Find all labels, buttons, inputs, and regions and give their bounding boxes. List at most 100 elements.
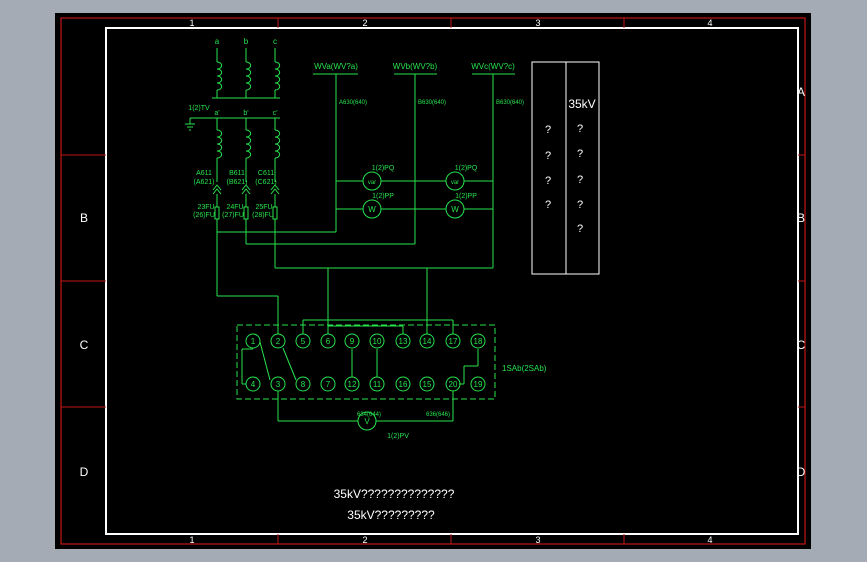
col-label: 3 bbox=[535, 535, 540, 545]
row-label: C bbox=[80, 338, 89, 352]
drawing-title-line2: 35kV????????? bbox=[347, 508, 435, 522]
zone-dividers bbox=[61, 18, 805, 544]
column-labels-top: 1 2 3 4 bbox=[189, 18, 712, 28]
table-cell: ? bbox=[545, 150, 551, 162]
wire-label: A611 bbox=[196, 170, 212, 177]
drawing-title-line1: 35kV?????????????? bbox=[334, 487, 455, 501]
table-cell: ? bbox=[545, 124, 551, 136]
col-label: 1 bbox=[189, 18, 194, 28]
switch-numbers-top: 1 2 5 6 9 10 13 14 17 18 bbox=[251, 337, 483, 346]
table-cell: ? bbox=[577, 223, 583, 235]
fuse-label: (26)FU bbox=[193, 212, 215, 219]
col-label: 4 bbox=[707, 18, 712, 28]
voltmeter-code-left: 634(644) bbox=[357, 412, 381, 418]
fuse-label: 24FU bbox=[226, 204, 243, 211]
bus-code: B630(640) bbox=[418, 100, 446, 106]
voltmeter-code-right: 636(646) bbox=[426, 412, 450, 418]
pp-tag: 1(2)PP bbox=[372, 193, 394, 200]
switch-numbers-bottom: 4 3 8 7 12 11 16 15 20 19 bbox=[251, 380, 483, 389]
fuse-label: (28)FU bbox=[252, 212, 274, 219]
phase-label: b bbox=[244, 37, 249, 46]
secondary-label: b' bbox=[243, 110, 248, 117]
contact-number: 4 bbox=[251, 380, 256, 389]
table-cell: ? bbox=[577, 199, 583, 211]
pv-tag: 1(2)PV bbox=[387, 433, 409, 440]
fuse-label: 25FU bbox=[255, 204, 272, 211]
contact-number: 6 bbox=[326, 337, 331, 346]
contact-number: 15 bbox=[423, 380, 432, 389]
phase-label: a bbox=[215, 37, 220, 46]
watt-symbol: W bbox=[451, 205, 459, 214]
table-cell: ? bbox=[577, 123, 583, 135]
contact-number: 17 bbox=[449, 337, 458, 346]
wire-label: B611 bbox=[229, 170, 245, 177]
contact-number: 3 bbox=[276, 380, 281, 389]
row-label: C bbox=[797, 338, 806, 352]
pt-tag: 1(2)TV bbox=[188, 105, 210, 112]
contact-number: 10 bbox=[373, 337, 382, 346]
meter-labels: 1(2)PQ 1(2)PQ 1(2)PP 1(2)PP var var W W … bbox=[357, 165, 478, 440]
pq-tag: 1(2)PQ bbox=[455, 165, 478, 172]
contact-number: 11 bbox=[373, 380, 382, 389]
fuse-label: (27)FU bbox=[222, 212, 244, 219]
table-cell: ? bbox=[577, 148, 583, 160]
contact-number: 1 bbox=[251, 337, 256, 346]
bus-labels: WVa(WV?a) WVb(WV?b) WVc(WV?c) bbox=[314, 62, 515, 71]
bus-name: WVc(WV?c) bbox=[471, 62, 515, 71]
contact-number: 18 bbox=[474, 337, 483, 346]
table-header: 35kV bbox=[568, 97, 595, 111]
var-symbol: var bbox=[451, 180, 459, 186]
contact-number: 19 bbox=[474, 380, 483, 389]
row-label: A bbox=[797, 85, 805, 99]
contact-number: 2 bbox=[276, 337, 281, 346]
bus-name: WVb(WV?b) bbox=[393, 62, 438, 71]
wiring bbox=[185, 48, 515, 431]
switch-contacts-bottom bbox=[245, 376, 486, 392]
secondary-label: a' bbox=[214, 110, 219, 117]
wire-label: C611 bbox=[258, 170, 274, 177]
legend-table: 35kV ? ? ? ? ? ? ? ? ? bbox=[531, 61, 600, 275]
fuse-label: 23FU bbox=[197, 204, 214, 211]
volt-symbol: V bbox=[364, 417, 370, 426]
row-label: D bbox=[797, 465, 806, 479]
contact-number: 9 bbox=[350, 337, 355, 346]
row-label: B bbox=[80, 211, 88, 225]
row-labels-right: A B C D bbox=[797, 85, 806, 479]
switch-tag: 1SAb(2SAb) bbox=[502, 364, 547, 373]
column-labels-bottom: 1 2 3 4 bbox=[189, 535, 712, 545]
contact-number: 20 bbox=[449, 380, 458, 389]
bus-code: A630(640) bbox=[339, 100, 367, 106]
phase-label: c bbox=[273, 37, 277, 46]
pp-tag: 1(2)PP bbox=[455, 193, 477, 200]
bus-code: B630(640) bbox=[496, 100, 524, 106]
contact-number: 8 bbox=[301, 380, 306, 389]
contact-number: 14 bbox=[423, 337, 432, 346]
wire-label: (A621) bbox=[193, 179, 214, 186]
bus-name: WVa(WV?a) bbox=[314, 62, 358, 71]
pt-labels: a b c a' b' c' 1(2)TV A611 (A621) B611 (… bbox=[188, 37, 277, 219]
table-cell: ? bbox=[545, 175, 551, 187]
contact-number: 12 bbox=[348, 380, 357, 389]
contact-number: 13 bbox=[399, 337, 408, 346]
bus-codes: A630(640) B630(640) B630(640) bbox=[339, 100, 524, 106]
row-label: B bbox=[797, 211, 805, 225]
col-label: 4 bbox=[707, 535, 712, 545]
watt-symbol: W bbox=[368, 205, 376, 214]
col-label: 2 bbox=[362, 535, 367, 545]
row-labels-left: B C D bbox=[80, 211, 89, 479]
col-label: 3 bbox=[535, 18, 540, 28]
wire-label: (B621) bbox=[226, 179, 247, 186]
row-label: D bbox=[80, 465, 89, 479]
col-label: 2 bbox=[362, 18, 367, 28]
contact-number: 16 bbox=[399, 380, 408, 389]
pq-tag: 1(2)PQ bbox=[372, 165, 395, 172]
var-symbol: var bbox=[368, 180, 376, 186]
drawing-sheet bbox=[55, 13, 811, 549]
contact-number: 7 bbox=[326, 380, 331, 389]
wire-label: (C621) bbox=[255, 179, 276, 186]
table-cell: ? bbox=[545, 199, 551, 211]
secondary-label: c' bbox=[273, 110, 278, 117]
col-label: 1 bbox=[189, 535, 194, 545]
contact-number: 5 bbox=[301, 337, 306, 346]
